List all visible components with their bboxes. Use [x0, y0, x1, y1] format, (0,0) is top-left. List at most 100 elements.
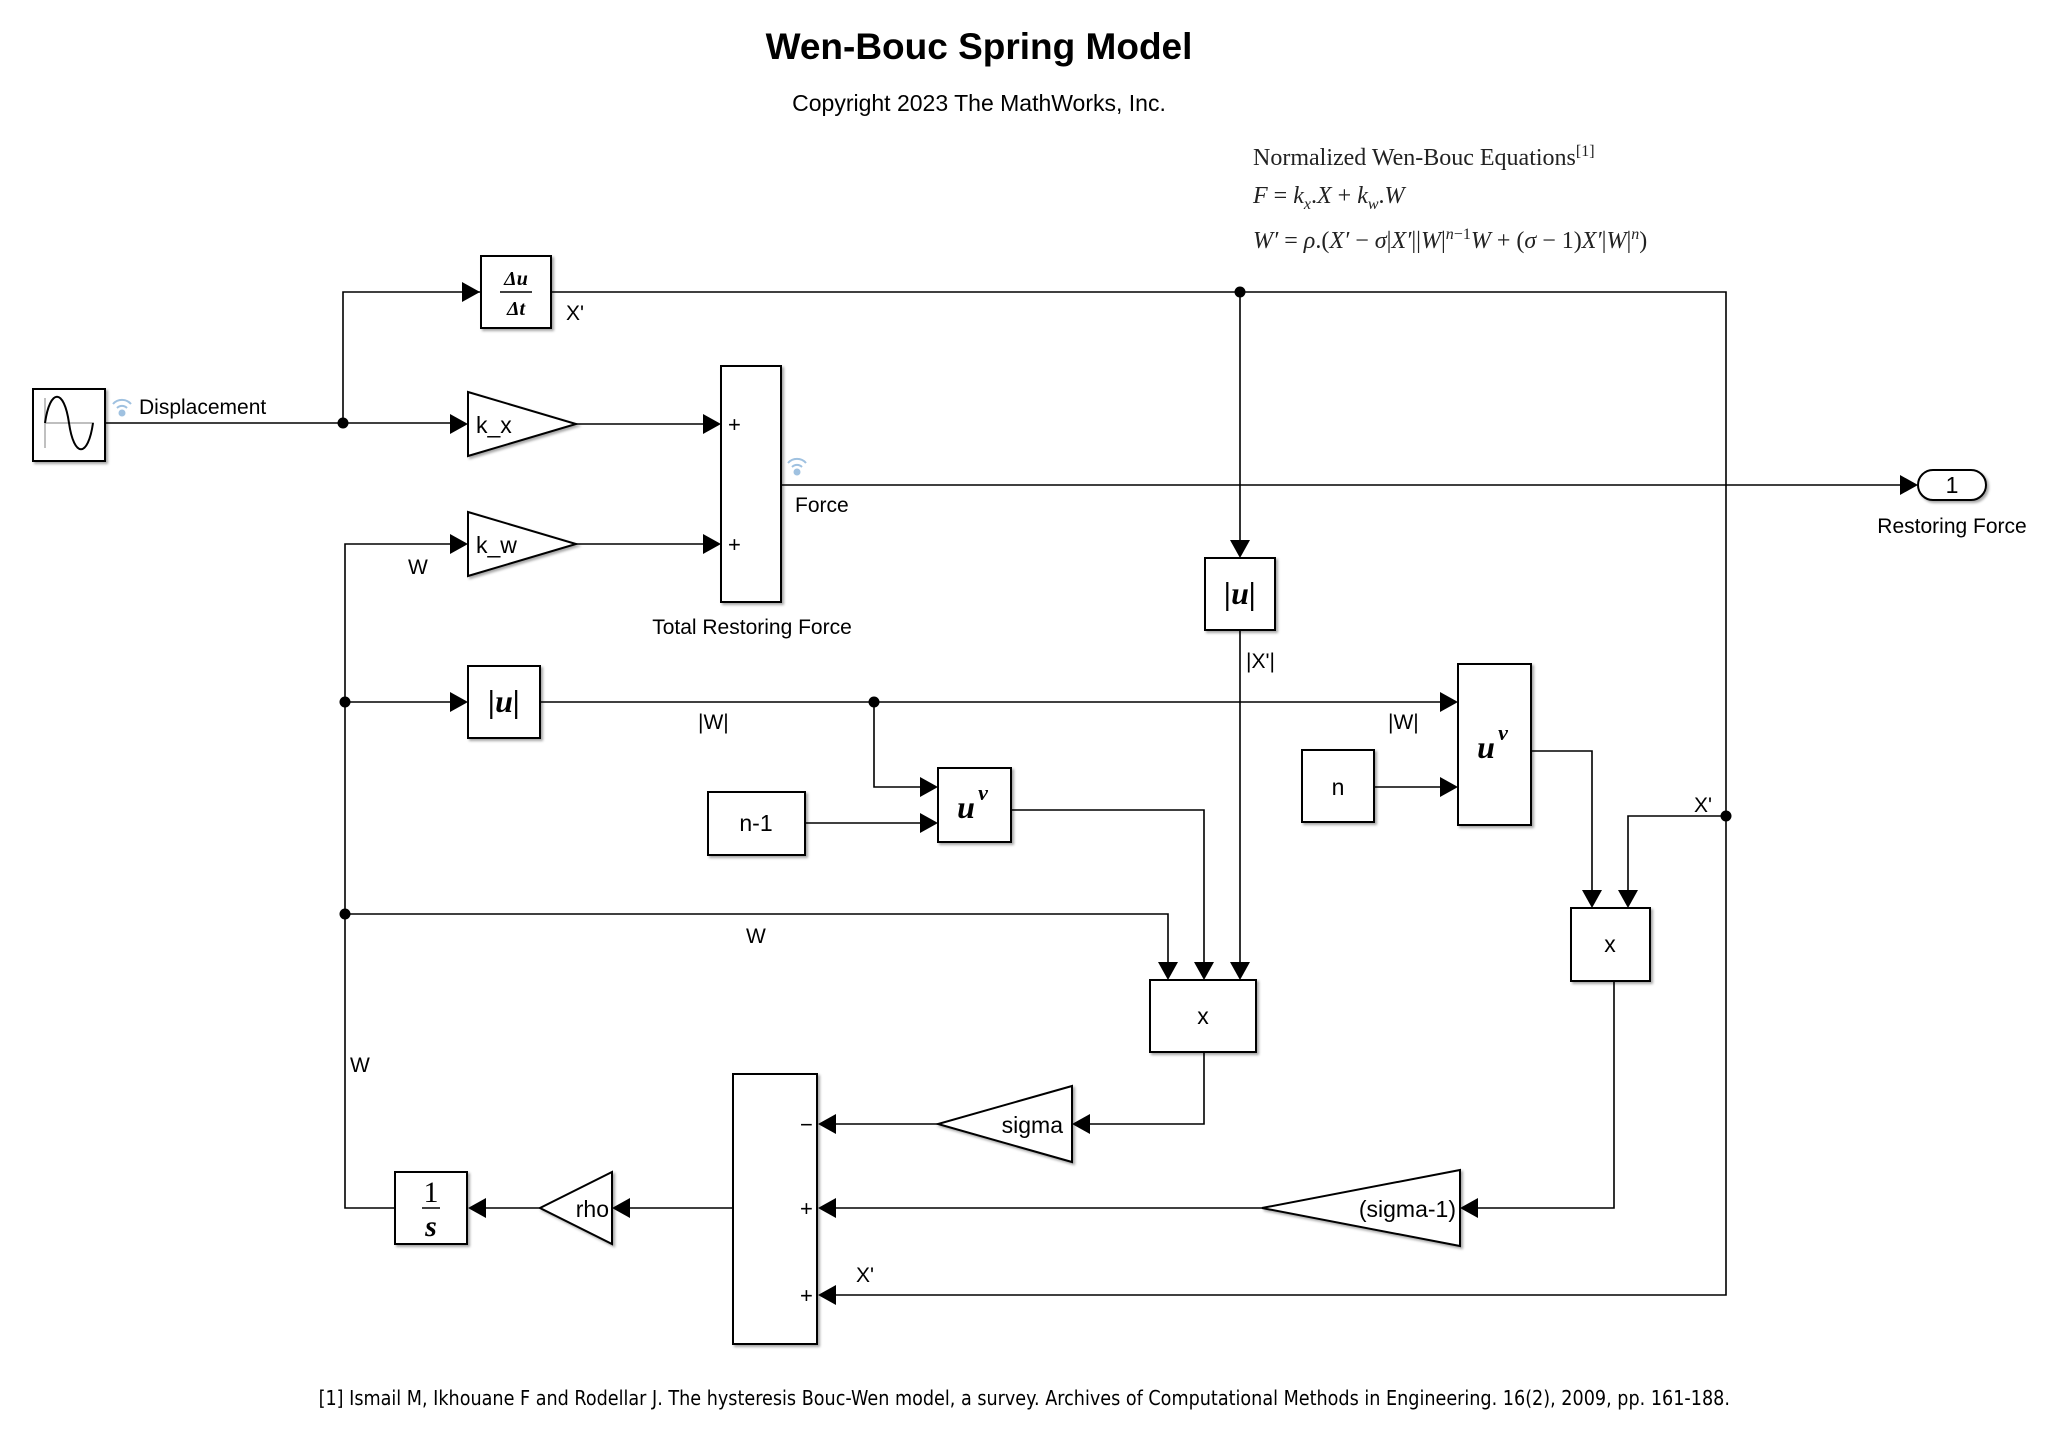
model-title: Wen-Bouc Spring Model	[765, 26, 1193, 67]
w-equation: W′ = ρ.(X′ − σ|X′||W|n−1W + (σ − 1)X′|W|…	[1253, 226, 1648, 254]
power-n-exponent: v	[1498, 720, 1508, 745]
gain-kw-block[interactable]: k_w	[467, 510, 580, 578]
signal-label-abs-w-left: |W|	[698, 711, 729, 734]
junction-displacement	[337, 417, 349, 429]
sum-w-sign-1: −	[800, 1112, 813, 1137]
arrow-sum-w-in3	[818, 1285, 836, 1305]
sum-force-sign-2: +	[728, 532, 741, 557]
arrow-pown-in2	[1440, 777, 1458, 797]
sine-wave-block[interactable]	[32, 388, 106, 462]
arrow-kw-in	[450, 534, 468, 554]
gain-rho-label: rho	[576, 1196, 609, 1222]
equations-heading-text: Normalized Wen-Bouc Equations	[1253, 145, 1576, 171]
arrow-sigma-in	[1072, 1114, 1090, 1134]
power-n-base: u	[1477, 729, 1495, 765]
junction-xdot-right	[1720, 810, 1732, 822]
outport-number: 1	[1946, 472, 1959, 498]
power-base: u	[957, 789, 975, 825]
product-left-label: x	[1197, 1003, 1209, 1029]
arrow-integrator-in	[468, 1198, 486, 1218]
arrow-sum-in1	[703, 414, 721, 434]
wire-xdot-top[interactable]	[552, 291, 1727, 1296]
signal-label-xdot-top: X'	[566, 302, 584, 325]
outport-label: Restoring Force	[1877, 515, 2026, 538]
derivative-numerator: Δu	[503, 268, 528, 290]
integrator-block[interactable]: 1 s	[394, 1171, 468, 1245]
constant-n-minus-1-block[interactable]: n-1	[707, 791, 806, 856]
signal-logging-icon	[787, 457, 807, 476]
copyright-text: Copyright 2023 The MathWorks, Inc.	[792, 90, 1166, 116]
arrow-rho-in	[612, 1198, 630, 1218]
signal-label-force: Force	[795, 494, 849, 517]
arrow-abs-xdot-in	[1230, 540, 1250, 558]
sum-w-sign-2: +	[800, 1196, 813, 1221]
signal-label-w-left: W	[350, 1054, 370, 1077]
wire-abs-w-to-pow[interactable]	[873, 702, 924, 788]
arrow-sum-w-in1	[818, 1114, 836, 1134]
gain-sigma-label: sigma	[1002, 1112, 1064, 1138]
sum-force-label: Total Restoring Force	[652, 616, 852, 639]
sum-force-sign-1: +	[728, 412, 741, 437]
arrow-product-in1	[1158, 962, 1178, 980]
wire-pow-to-product[interactable]	[1012, 809, 1205, 966]
sine-wave-icon	[44, 395, 94, 451]
abs-w-block[interactable]: |u|	[467, 665, 541, 739]
wire-w-to-product[interactable]	[345, 913, 1169, 966]
abs-xdot-block[interactable]: |u|	[1204, 557, 1276, 631]
power-exponent: v	[978, 780, 988, 805]
arrow-pow-in2	[920, 813, 938, 833]
wire-to-derivative[interactable]	[342, 291, 480, 423]
abs-xdot-label: |u|	[1224, 575, 1256, 611]
arrow-sum-w-in2	[818, 1198, 836, 1218]
product-right-label: x	[1604, 931, 1616, 957]
signal-label-displacement: Displacement	[139, 396, 266, 419]
gain-rho-block[interactable]: rho	[537, 1170, 613, 1246]
wire-product-to-sigma[interactable]	[1088, 1052, 1205, 1125]
signal-label-w-kw: W	[408, 556, 428, 579]
wire-xdot-to-product-right[interactable]	[1627, 815, 1726, 890]
wire-product-to-sigma1[interactable]	[1476, 982, 1615, 1209]
arrow-product-right-in2	[1618, 890, 1638, 908]
sum-w-block[interactable]: − + +	[732, 1073, 818, 1345]
junctions	[337, 286, 1732, 920]
sum-force-block[interactable]: + +	[720, 365, 782, 603]
signal-label-xdot-right: X'	[1694, 794, 1712, 817]
junction-w-abs	[339, 696, 351, 708]
signal-label-abs-w-right: |W|	[1388, 711, 1419, 734]
constant-n-minus-1-label: n-1	[739, 810, 772, 836]
gain-kx-label: k_x	[476, 412, 512, 438]
derivative-denominator: Δt	[506, 298, 527, 320]
abs-w-label: |u|	[488, 683, 520, 719]
signal-logging-icon	[112, 398, 132, 417]
wire-w-feedback[interactable]	[344, 543, 464, 1209]
gain-kx-block[interactable]: k_x	[467, 390, 580, 458]
signal-label-abs-xdot: |X'|	[1246, 650, 1275, 673]
gain-sigma-minus-1-block[interactable]: (sigma-1)	[1261, 1168, 1461, 1248]
arrow-product-in3	[1230, 962, 1250, 980]
equations-ref: [1]	[1575, 143, 1595, 160]
reference-footnote: [1] Ismail M, Ikhouane F and Rodellar J.…	[318, 1386, 1730, 1410]
gain-sigma-block[interactable]: sigma	[934, 1084, 1073, 1164]
integrator-numerator: 1	[424, 1176, 439, 1209]
junction-w-product	[339, 908, 351, 920]
gain-kw-label: k_w	[476, 532, 517, 558]
outport-restoring-force[interactable]: 1	[1917, 469, 1987, 501]
power-n-block[interactable]: u v	[1457, 663, 1532, 826]
arrow-sigma1-in	[1460, 1198, 1478, 1218]
wire-pow-n-to-product[interactable]	[1532, 750, 1593, 890]
integrator-denominator: s	[424, 1210, 437, 1243]
product-right-block[interactable]: x	[1570, 907, 1651, 982]
derivative-block[interactable]: Δu Δt	[480, 255, 552, 329]
power-n-minus-1-block[interactable]: u v	[937, 767, 1012, 843]
arrow-outport-in	[1900, 475, 1918, 495]
junction-abs-w	[868, 696, 880, 708]
constant-n-block[interactable]: n	[1301, 749, 1375, 823]
force-equation: F = kx.X + kw.W	[1253, 183, 1405, 213]
gain-sigma-minus-1-label: (sigma-1)	[1359, 1196, 1456, 1222]
equations-heading: Normalized Wen-Bouc Equations[1]	[1253, 143, 1595, 172]
arrow-product-right-in1	[1582, 890, 1602, 908]
arrow-derivative-in	[462, 282, 480, 302]
arrow-pow-in1	[920, 777, 938, 797]
product-left-block[interactable]: x	[1149, 979, 1257, 1053]
